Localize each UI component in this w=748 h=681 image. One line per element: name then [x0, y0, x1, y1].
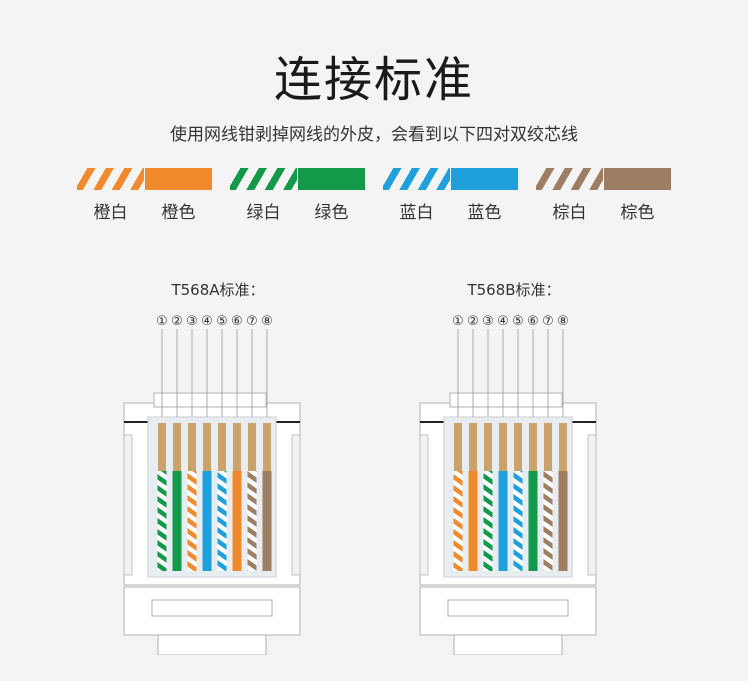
pin-contact [233, 423, 241, 471]
legend-swatch-blue [451, 168, 518, 190]
pin-contact [218, 423, 226, 471]
pin-number-label: ③ [482, 314, 494, 329]
plug-side-left [419, 434, 429, 576]
pin-number-label: ② [171, 314, 183, 329]
plug-cable-stub [453, 634, 563, 655]
wire-blue-white [513, 471, 523, 571]
pin-contact [514, 423, 522, 471]
legend-label: 棕白 [552, 203, 587, 223]
plug-boot [419, 586, 597, 636]
legend-swatch-blue-white [383, 168, 450, 190]
t568a-title: T568A标准： [171, 281, 265, 299]
pin-number-label: ⑧ [557, 314, 569, 329]
pin-number-label: ⑧ [261, 314, 273, 329]
wire-orange-white [453, 471, 463, 571]
pin-number-label: ⑤ [512, 314, 524, 329]
plug-side-right [587, 434, 597, 576]
legend-swatch-green-white [230, 168, 297, 190]
plug-top-cap [449, 392, 563, 408]
wire-blue [202, 471, 212, 571]
page-title: 连接标准 [273, 52, 474, 108]
plug-boot-slot [447, 599, 569, 617]
pin-contact [484, 423, 492, 471]
pin-contact [559, 423, 567, 471]
wire-orange [468, 471, 478, 571]
legend-label: 橙白 [93, 203, 128, 223]
page-subtitle: 使用网线钳剥掉网线的外皮，会看到以下四对双绞芯线 [170, 125, 578, 145]
pin-contact [203, 423, 211, 471]
pin-contact [188, 423, 196, 471]
t568b-title: T568B标准： [467, 281, 561, 299]
wire-blue [498, 471, 508, 571]
wire-brown [558, 471, 568, 571]
legend-swatch-brown-white [536, 168, 603, 190]
wire-brown [262, 471, 272, 571]
legend-label: 绿色 [314, 203, 349, 223]
plug-side-right [291, 434, 301, 576]
wire-brown-white [247, 471, 257, 571]
pin-contact [469, 423, 477, 471]
pin-contact [248, 423, 256, 471]
pin-number-label: ⑤ [216, 314, 228, 329]
pin-number-label: ⑦ [542, 314, 554, 329]
pin-number-label: ① [452, 314, 464, 329]
plug-side-left [123, 434, 133, 576]
wire-blue-white [217, 471, 227, 571]
legend-label: 棕色 [620, 203, 655, 223]
pin-contact [544, 423, 552, 471]
wire-green [528, 471, 538, 571]
pin-contact [499, 423, 507, 471]
pin-number-label: ② [467, 314, 479, 329]
pin-number-label: ③ [186, 314, 198, 329]
pin-contact [158, 423, 166, 471]
pin-number-label: ④ [201, 314, 213, 329]
pin-contact [173, 423, 181, 471]
wire-orange-white [187, 471, 197, 571]
pin-contact [263, 423, 271, 471]
wire-green-white [157, 471, 167, 571]
plug-top-cap [153, 392, 267, 408]
pin-number-label: ⑦ [246, 314, 258, 329]
legend-label: 绿白 [246, 203, 281, 223]
legend-label: 橙色 [161, 203, 196, 223]
legend-label: 蓝色 [467, 203, 502, 223]
plug-cable-stub [157, 634, 267, 655]
legend-swatch-orange [145, 168, 212, 190]
plug-boot [123, 586, 301, 636]
wire-brown-white [543, 471, 553, 571]
pin-number-label: ⑥ [527, 314, 539, 329]
wire-orange [232, 471, 242, 571]
pin-contact [529, 423, 537, 471]
pin-number-label: ⑥ [231, 314, 243, 329]
legend-label: 蓝白 [399, 203, 434, 223]
legend-swatch-green [298, 168, 365, 190]
plug-boot-slot [151, 599, 273, 617]
wire-green-white [483, 471, 493, 571]
pin-contact [454, 423, 462, 471]
pin-number-label: ④ [497, 314, 509, 329]
plug-inner [443, 416, 573, 578]
plug-inner [147, 416, 277, 578]
wire-green [172, 471, 182, 571]
pin-number-label: ① [156, 314, 168, 329]
legend-swatch-brown [604, 168, 671, 190]
legend-swatch-orange-white [77, 168, 144, 190]
